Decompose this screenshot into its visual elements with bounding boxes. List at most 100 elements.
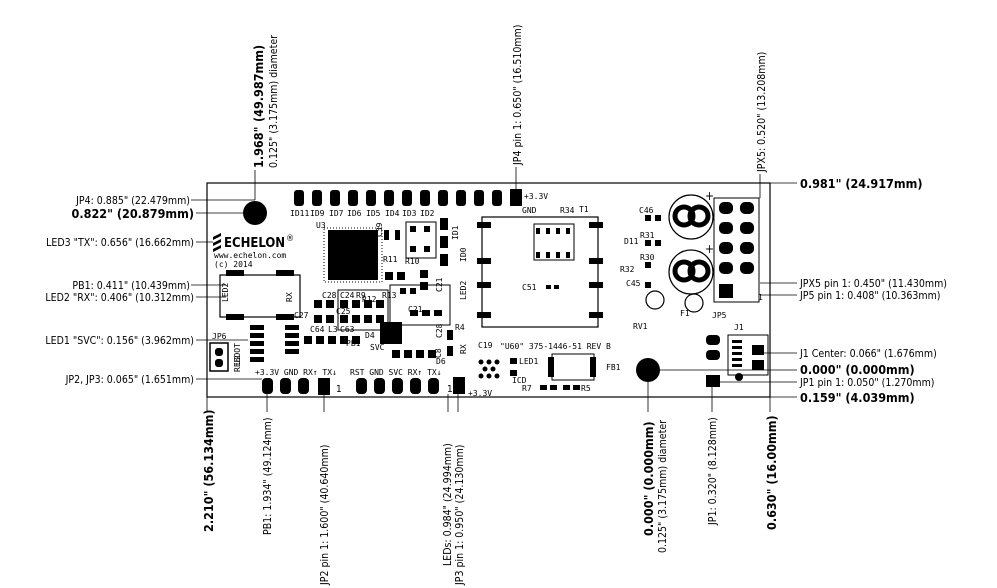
ref-rv1: RV1 — [633, 322, 648, 331]
dim-hole-x: 1.968" — [251, 127, 266, 168]
jp2-pin1-mark: 1 — [336, 384, 342, 395]
ref-jp5: JP5 — [712, 311, 727, 320]
ref-d3: FB1 — [606, 363, 621, 372]
ref-l3: L3 — [328, 325, 338, 334]
ref-r7: LED1 — [519, 357, 538, 366]
silk-3v3-bottom: +3.3V — [468, 389, 492, 398]
dim-right-top: 0.981" (24.917mm) — [800, 176, 922, 191]
dim-pb1-x: PB1: 1.934" (49.124mm) — [262, 417, 274, 535]
dim-jp2-jp3: JP2, JP3: 0.065" (1.651mm) — [65, 374, 194, 386]
ref-c28: C28 — [322, 291, 337, 300]
ref-c8: SVC — [370, 343, 385, 352]
dim-origin: 0.000" (0.000mm) — [641, 421, 656, 536]
dim-hole-dia: 0.125" (3.175mm) diameter — [268, 35, 280, 168]
ref-pb1: LED2 — [221, 283, 230, 302]
ref-c19: D6 — [436, 357, 446, 366]
dim-jp1: JP1: 0.320" (8.128mm) — [707, 417, 719, 526]
ref-t1: T1 — [579, 205, 589, 214]
ref-c27: C27 — [294, 311, 309, 320]
dim-jp3-pin1: JP3 pin 1: 0.950" (24.130mm) — [454, 445, 466, 587]
svg-text:+: + — [705, 242, 714, 256]
u3-chip — [323, 227, 383, 283]
dim-leds: LEDs: 0.984" (24.994mm) — [442, 443, 454, 566]
dim-width: 2.210" (56.134mm) — [201, 410, 216, 532]
silk-rx: LED2 — [459, 281, 468, 300]
ref-d4: C28 — [435, 323, 444, 338]
dim-jp5-pin1: JP5 pin 1: 0.408" (10.363mm) — [799, 290, 941, 302]
ref-d6: PB1 — [346, 339, 361, 348]
dim-jp4: JP4: 0.885" (22.479mm) — [75, 195, 190, 207]
top-dimension-labels: 1.968" (49.987mm) 0.125" (3.175mm) diame… — [251, 25, 768, 174]
ref-c45: C45 — [626, 279, 641, 288]
silk-r34: R34 — [560, 206, 575, 215]
ref-r10: R10 — [405, 257, 420, 266]
dim-led1: LED1 "SVC": 0.156" (3.962mm) — [45, 335, 194, 347]
ref-jp6: JP6 — [212, 332, 227, 341]
right-dimension-labels: 0.981" (24.917mm) JPX5 pin 1: 0.450" (11… — [799, 176, 947, 405]
dim-hole-y: 0.822" (20.879mm) — [72, 206, 194, 221]
ref-c24: C24 — [340, 291, 355, 300]
pin-id11: ID11 — [290, 209, 309, 218]
lower-mid-parts — [478, 357, 596, 390]
ref-f1: F1 — [680, 309, 690, 318]
ref-u3: U3 — [316, 221, 326, 230]
ref-r30: R30 — [640, 253, 655, 262]
jp5-j1 — [706, 335, 764, 387]
dim-origin-dia: 0.125" (3.175mm) diameter — [657, 420, 669, 553]
dim-led3: LED3 "TX": 0.656" (16.662mm) — [46, 237, 194, 249]
svg-text:+: + — [705, 189, 714, 203]
silk-3v3-top: +3.3V — [524, 192, 548, 201]
dim-jp4-pin1: JP4 pin 1: 0.650" (16.510mm) — [512, 25, 524, 167]
dim-pb1: PB1: 0.411" (10.439mm) — [72, 280, 190, 292]
top-header — [294, 189, 522, 206]
ref-c51: C51 — [522, 283, 537, 292]
jp5-pin1-mark: 1 — [758, 293, 763, 302]
caps-c46-c45: + + — [645, 189, 714, 313]
dim-led2: LED2 "RX": 0.406" (10.312mm) — [45, 292, 194, 304]
ref-r4: R4 — [455, 323, 465, 332]
silk-svc-led: RX — [459, 344, 468, 354]
ref-c21: C21 — [408, 305, 423, 314]
ref-r31: R31 — [640, 231, 655, 240]
logo-reg: ® — [286, 234, 294, 244]
pb1-switch — [219, 270, 301, 320]
ref-c25: C25 — [336, 307, 351, 316]
pin-id5: ID5 — [366, 209, 381, 218]
ref-u4: U2 — [233, 355, 242, 365]
dim-height: 0.630" (16.00mm) — [764, 415, 779, 530]
ref-r32: R32 — [620, 265, 635, 274]
ref-fb1: R7 — [522, 384, 532, 393]
ref-c63: C63 — [340, 325, 355, 334]
silk-led2: C21 — [435, 277, 444, 292]
silk-reboot: REBOOT — [233, 343, 242, 372]
bottom-headers — [262, 377, 465, 395]
dim-jpx5: JPX5: 0.520" (13.208mm) — [756, 52, 768, 173]
logo-text: ECHELON — [224, 236, 285, 251]
mount-hole — [243, 201, 267, 225]
ref-r5: ICD — [512, 376, 527, 385]
jpx5-header — [719, 202, 754, 298]
website: www.echelon.com — [214, 251, 286, 260]
copyright: (c) 2014 — [214, 260, 253, 269]
ref-r9: R9 — [356, 291, 366, 300]
ref-c46: C46 — [639, 206, 654, 215]
silk-svc: RX — [285, 292, 294, 302]
ref-c1: R5 — [581, 384, 591, 393]
dim-jpx5-pin1: JPX5 pin 1: 0.450" (11.430mm) — [799, 278, 947, 290]
dim-hole-x-mm: (49.987mm) — [251, 45, 266, 122]
mid-components — [250, 270, 453, 362]
part-number: "U60" 375-1446-51 REV B — [500, 342, 611, 351]
echelon-logo: ECHELON ® www.echelon.com (c) 2014 — [213, 233, 294, 269]
ref-u5: U5 — [368, 249, 377, 259]
ref-r22: ID1 — [451, 225, 460, 240]
ref-c64: C64 — [310, 325, 325, 334]
jp6-reboot — [209, 342, 229, 372]
left-dimension-labels: JP4: 0.885" (22.479mm) 0.822" (20.879mm)… — [45, 195, 194, 386]
silk-jp3-pins: RST GND SVC RX↑ TX↓ — [350, 368, 442, 377]
pin-id7: ID7 — [329, 209, 344, 218]
ref-r13: R13 — [382, 291, 397, 300]
dim-jp2-pin1: JP2 pin 1: 1.600" (40.640mm) — [319, 445, 331, 587]
jp3-pin1-mark: 1 — [447, 384, 453, 395]
ref-j1: J1 — [734, 323, 744, 332]
